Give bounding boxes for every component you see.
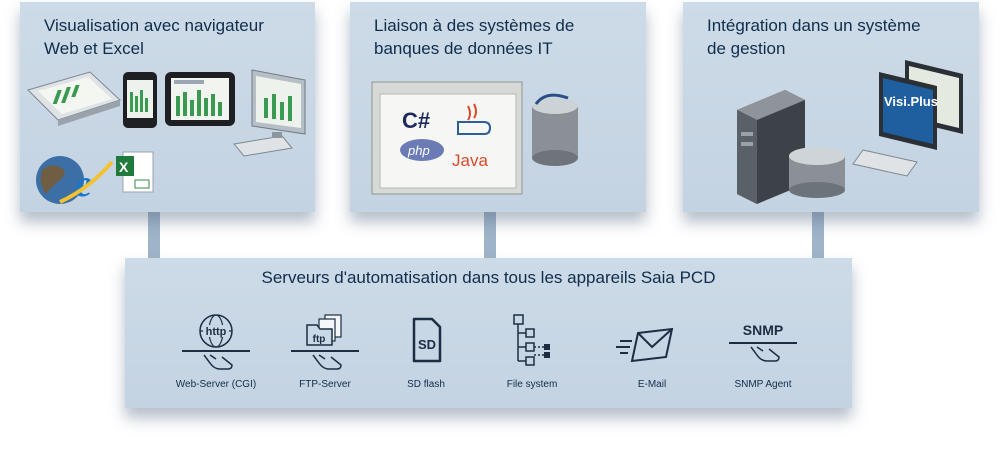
internet-explorer-logo: e: [36, 156, 114, 205]
file-tree-icon: [513, 314, 550, 366]
panel-automation-servers: Serveurs d'automatisation dans tous les …: [125, 258, 852, 408]
snmp-icon: SNMP: [729, 322, 797, 362]
panel-management: Intégration dans un système de gestion V…: [683, 2, 979, 212]
panel-visualisation-title: Visualisation avec navigateur Web et Exc…: [44, 16, 264, 58]
connector-middle: [484, 212, 496, 262]
svg-text:Visi.Plus: Visi.Plus: [884, 94, 938, 109]
smartphone-device: [123, 72, 157, 128]
panel-database-title: Liaison à des systèmes de banques de don…: [374, 16, 575, 58]
svg-text:php: php: [407, 143, 430, 158]
touch-panel-device: [27, 71, 121, 126]
feature-web-server: http Web-Server (CGI): [161, 313, 271, 390]
database-cylinder-icon: [789, 147, 845, 198]
feature-ftp-server-label: FTP-Server: [299, 379, 351, 390]
feature-file-system-label: File system: [506, 379, 558, 390]
feature-email: E-Mail: [597, 313, 707, 390]
feature-ftp-server: ftp FTP-Server: [270, 313, 380, 390]
svg-text:e: e: [75, 163, 92, 205]
feature-sd-flash: SD SD flash: [371, 313, 481, 390]
database-cylinder-icon: [532, 93, 578, 166]
panel-visualisation: Visualisation avec navigateur Web et Exc…: [20, 2, 315, 212]
database-illustration: C# php Java: [371, 81, 578, 195]
svg-text:X: X: [119, 159, 129, 175]
feature-sd-flash-label: SD flash: [407, 379, 445, 390]
panel-management-title: Intégration dans un système de gestion: [707, 16, 921, 58]
devices-illustration: e X: [27, 69, 306, 205]
visiplus-monitors: Visi.Plus: [852, 60, 963, 177]
http-globe-icon: http: [182, 314, 250, 370]
email-icon: [616, 327, 674, 363]
feature-email-label: E-Mail: [637, 379, 667, 390]
feature-file-system: File system: [477, 313, 587, 390]
panel-database: Liaison à des systèmes de banques de don…: [350, 2, 646, 212]
feature-snmp-agent: SNMP SNMP Agent: [708, 313, 818, 390]
excel-file-icon: X: [116, 151, 154, 193]
ftp-folder-icon: ftp: [291, 314, 359, 370]
svg-text:Java: Java: [452, 151, 488, 170]
feature-web-server-label: Web-Server (CGI): [175, 379, 257, 390]
connector-left: [148, 212, 160, 262]
feature-snmp-agent-label: SNMP Agent: [734, 379, 792, 390]
svg-text:SNMP: SNMP: [743, 322, 783, 338]
tablet-device: [165, 72, 235, 126]
svg-text:ftp: ftp: [313, 334, 326, 345]
connector-right: [812, 212, 824, 262]
svg-text:http: http: [206, 326, 227, 338]
automation-servers-title: Serveurs d'automatisation dans tous les …: [261, 268, 716, 287]
management-illustration: Visi.Plus: [737, 60, 963, 204]
hmi-panel-device: C# php Java: [371, 81, 523, 195]
sd-card-icon: SD: [412, 317, 442, 363]
server-tower-icon: [737, 90, 805, 204]
svg-text:C#: C#: [402, 108, 430, 133]
svg-text:SD: SD: [418, 337, 436, 352]
desktop-monitor-device: [233, 69, 306, 157]
